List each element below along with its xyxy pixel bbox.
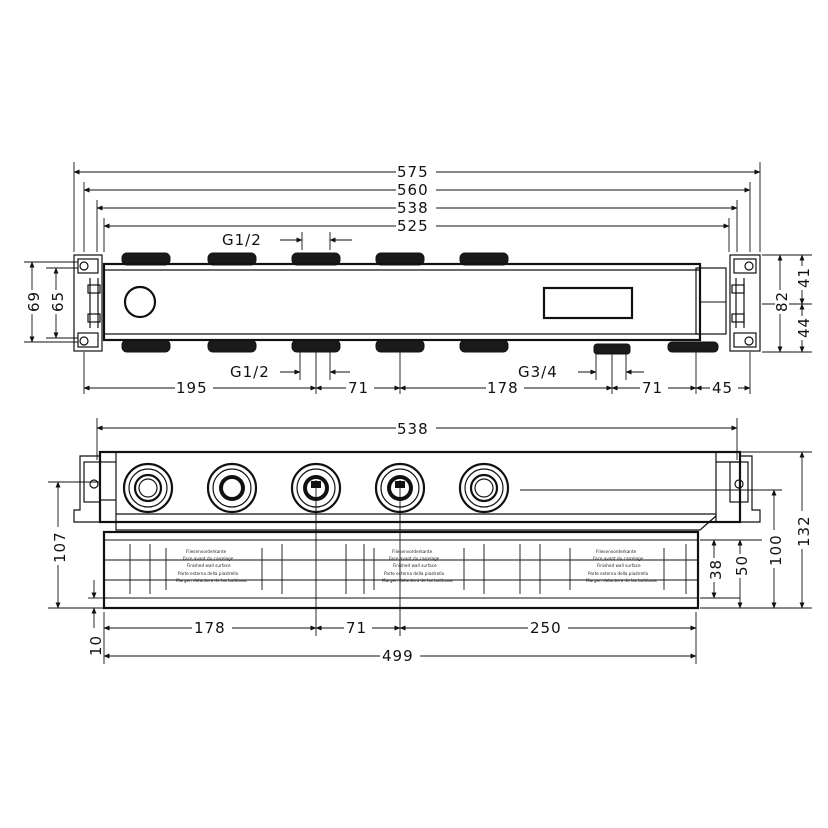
plaster-guard: Fliesenvorderkante Face avant du carrela… <box>102 530 700 610</box>
dim-front-71: 71 <box>346 619 367 637</box>
guard-label-it: Parte esterna della piastrella <box>384 571 445 576</box>
plaster-guard-label-block-2: Fliesenvorderkante Face avant du carrela… <box>382 549 453 583</box>
dim-41: 41 <box>795 267 813 288</box>
dim-65: 65 <box>49 291 67 312</box>
plaster-guard-markers <box>129 544 687 594</box>
dim-front-107: 107 <box>51 531 69 563</box>
dim-front-250: 250 <box>530 619 562 637</box>
top-ports <box>121 252 509 266</box>
dim-front-499: 499 <box>382 647 414 665</box>
guard-label-de: Fliesenvorderkante <box>596 549 637 554</box>
dim-71-b: 71 <box>642 379 663 397</box>
guard-label-it: Parte esterna della piastrella <box>178 571 239 576</box>
dim-82: 82 <box>773 291 791 312</box>
guard-label-en: Finished wall surface <box>597 563 641 568</box>
valve-centerlines <box>315 480 401 612</box>
front-view: Fliesenvorderkante Face avant du carrela… <box>48 418 813 665</box>
front-dimension-labels: 538 178 71 250 499 107 10 38 5 <box>51 420 813 665</box>
guard-label-es: Margen delantera de las baldosas <box>586 578 657 583</box>
top-view: 575 560 538 525 G1/2 G1/2 G3/4 195 71 17… <box>24 162 813 397</box>
bottom-ports <box>121 339 719 355</box>
left-bracket <box>73 254 103 352</box>
guard-label-fr: Face avant du carrelage <box>593 556 644 561</box>
plaster-guard-label-block-1: Fliesenvorderkante Face avant du carrela… <box>176 549 247 583</box>
guard-label-es: Margen delantera de las baldosas <box>382 578 453 583</box>
dim-front-100: 100 <box>767 534 785 566</box>
dim-69: 69 <box>25 291 43 312</box>
guard-label-fr: Face avant du carrelage <box>183 556 234 561</box>
top-body <box>102 262 727 342</box>
dim-front-10: 10 <box>87 635 105 656</box>
guard-label-en: Finished wall surface <box>393 563 437 568</box>
dim-front-132: 132 <box>795 515 813 547</box>
dim-178: 178 <box>487 379 519 397</box>
dim-front-50: 50 <box>733 555 751 576</box>
front-right-bracket <box>729 455 761 523</box>
top-dimension-labels: 575 560 538 525 G1/2 G1/2 G3/4 195 71 17… <box>25 163 813 397</box>
dim-front-538: 538 <box>397 420 429 438</box>
valve-opening-1 <box>122 462 174 514</box>
guard-label-de: Fliesenvorderkante <box>186 549 227 554</box>
dim-front-178: 178 <box>194 619 226 637</box>
guard-label-de: Fliesenvorderkante <box>392 549 433 554</box>
guard-label-it: Parte esterna della piastrella <box>588 571 649 576</box>
guard-label-fr: Face avant du carrelage <box>389 556 440 561</box>
thread-label-outlet: G3/4 <box>518 363 558 381</box>
front-body <box>98 450 742 531</box>
thread-label-top: G1/2 <box>222 231 262 249</box>
guard-label-en: Finished wall surface <box>187 563 231 568</box>
dim-538: 538 <box>397 199 429 217</box>
dim-575: 575 <box>397 163 429 181</box>
dim-560: 560 <box>397 181 429 199</box>
right-bracket <box>729 254 761 352</box>
dim-front-38: 38 <box>707 559 725 580</box>
valve-opening-2 <box>206 462 258 514</box>
front-left-bracket <box>73 455 116 523</box>
plaster-guard-label-block-3: Fliesenvorderkante Face avant du carrela… <box>586 549 657 583</box>
dim-45: 45 <box>712 379 733 397</box>
dim-195: 195 <box>176 379 208 397</box>
valve-opening-5 <box>458 462 510 514</box>
front-dimension-lines <box>55 425 805 659</box>
dim-525: 525 <box>397 217 429 235</box>
dim-71-a: 71 <box>348 379 369 397</box>
dim-44: 44 <box>795 317 813 338</box>
guard-label-es: Margen delantera de las baldosas <box>176 578 247 583</box>
thread-label-bottom: G1/2 <box>230 363 270 381</box>
